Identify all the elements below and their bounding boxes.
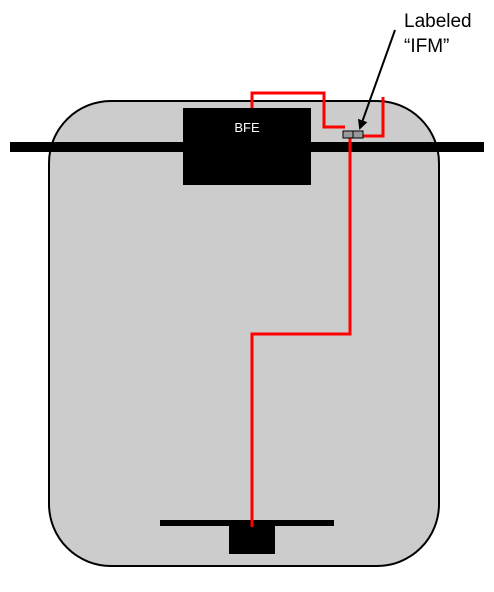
wire-top-loop — [250, 91, 345, 129]
bfe-label: BFE — [234, 120, 260, 135]
callout-label-line2: “IFM” — [404, 36, 449, 57]
callout-arrow — [357, 29, 396, 130]
vessel-body — [48, 100, 440, 567]
bottom-bar — [160, 520, 334, 526]
callout-label-line1: Labeled — [404, 11, 472, 32]
wire-right-lead — [362, 97, 385, 138]
bottom-foot — [229, 526, 275, 554]
wire-main-run — [250, 137, 352, 527]
bfe-block — [183, 108, 311, 185]
